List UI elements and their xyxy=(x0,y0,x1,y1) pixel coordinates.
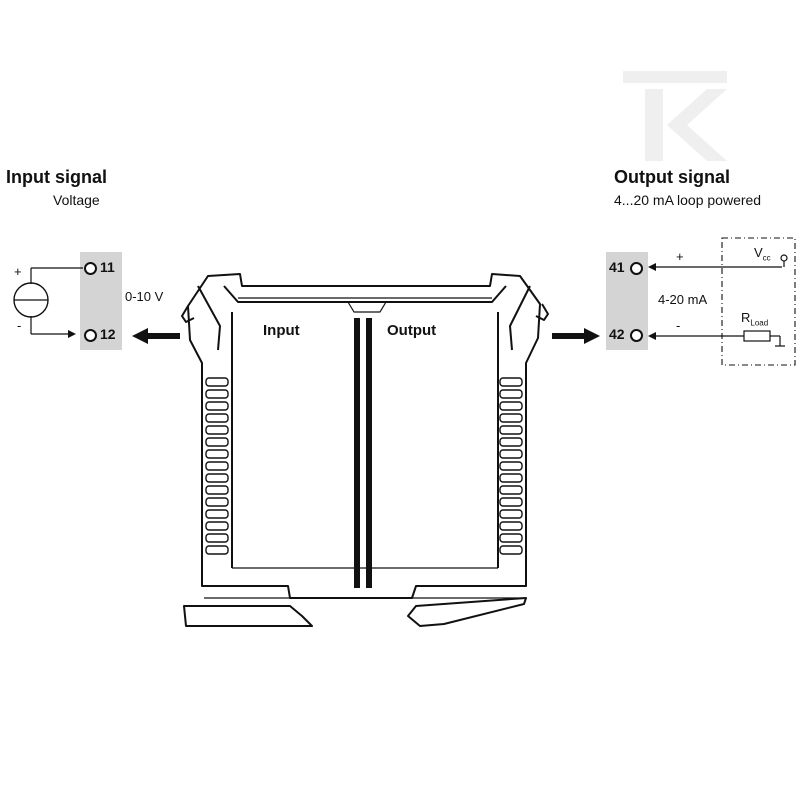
rload-label: RLoad xyxy=(741,310,768,328)
terminal-42-label: 42 xyxy=(609,326,625,342)
output-plus-sign: + xyxy=(676,249,684,264)
input-plus-sign: + xyxy=(14,264,22,279)
terminal-42-screw xyxy=(630,329,643,342)
output-minus-sign: - xyxy=(676,318,681,333)
module-output-label: Output xyxy=(387,322,437,339)
output-arrow-icon xyxy=(552,328,600,344)
input-signal-subtitle: Voltage xyxy=(53,192,100,208)
vcc-label-sub: cc xyxy=(762,253,771,263)
rload-label-main: R xyxy=(741,310,751,325)
module-input-label: Input xyxy=(263,322,300,339)
terminal-12-screw xyxy=(84,329,97,342)
terminal-41-label: 41 xyxy=(609,259,625,275)
input-range-label: 0-10 V xyxy=(125,289,164,304)
terminal-41-screw xyxy=(630,262,643,275)
input-minus-sign: - xyxy=(17,318,22,333)
terminal-11-label: 11 xyxy=(100,259,115,275)
output-signal-title: Output signal xyxy=(614,167,730,187)
input-signal-title: Input signal xyxy=(6,167,107,187)
terminal-11-screw xyxy=(84,262,97,275)
right-vent-slots xyxy=(499,377,523,555)
rload-label-sub: Load xyxy=(750,318,769,328)
output-loop-wiring xyxy=(648,237,796,366)
watermark-logo xyxy=(623,71,727,161)
module-housing xyxy=(181,273,549,627)
output-range-label: 4-20 mA xyxy=(658,292,708,307)
terminal-12-label: 12 xyxy=(100,326,116,342)
vcc-label-main: V xyxy=(754,245,763,260)
output-signal-subtitle: 4...20 mA loop powered xyxy=(614,192,762,208)
input-arrow-icon xyxy=(132,328,180,344)
voltage-source-wiring xyxy=(13,267,83,338)
vcc-label: Vcc xyxy=(754,245,771,263)
left-vent-slots xyxy=(205,377,229,555)
